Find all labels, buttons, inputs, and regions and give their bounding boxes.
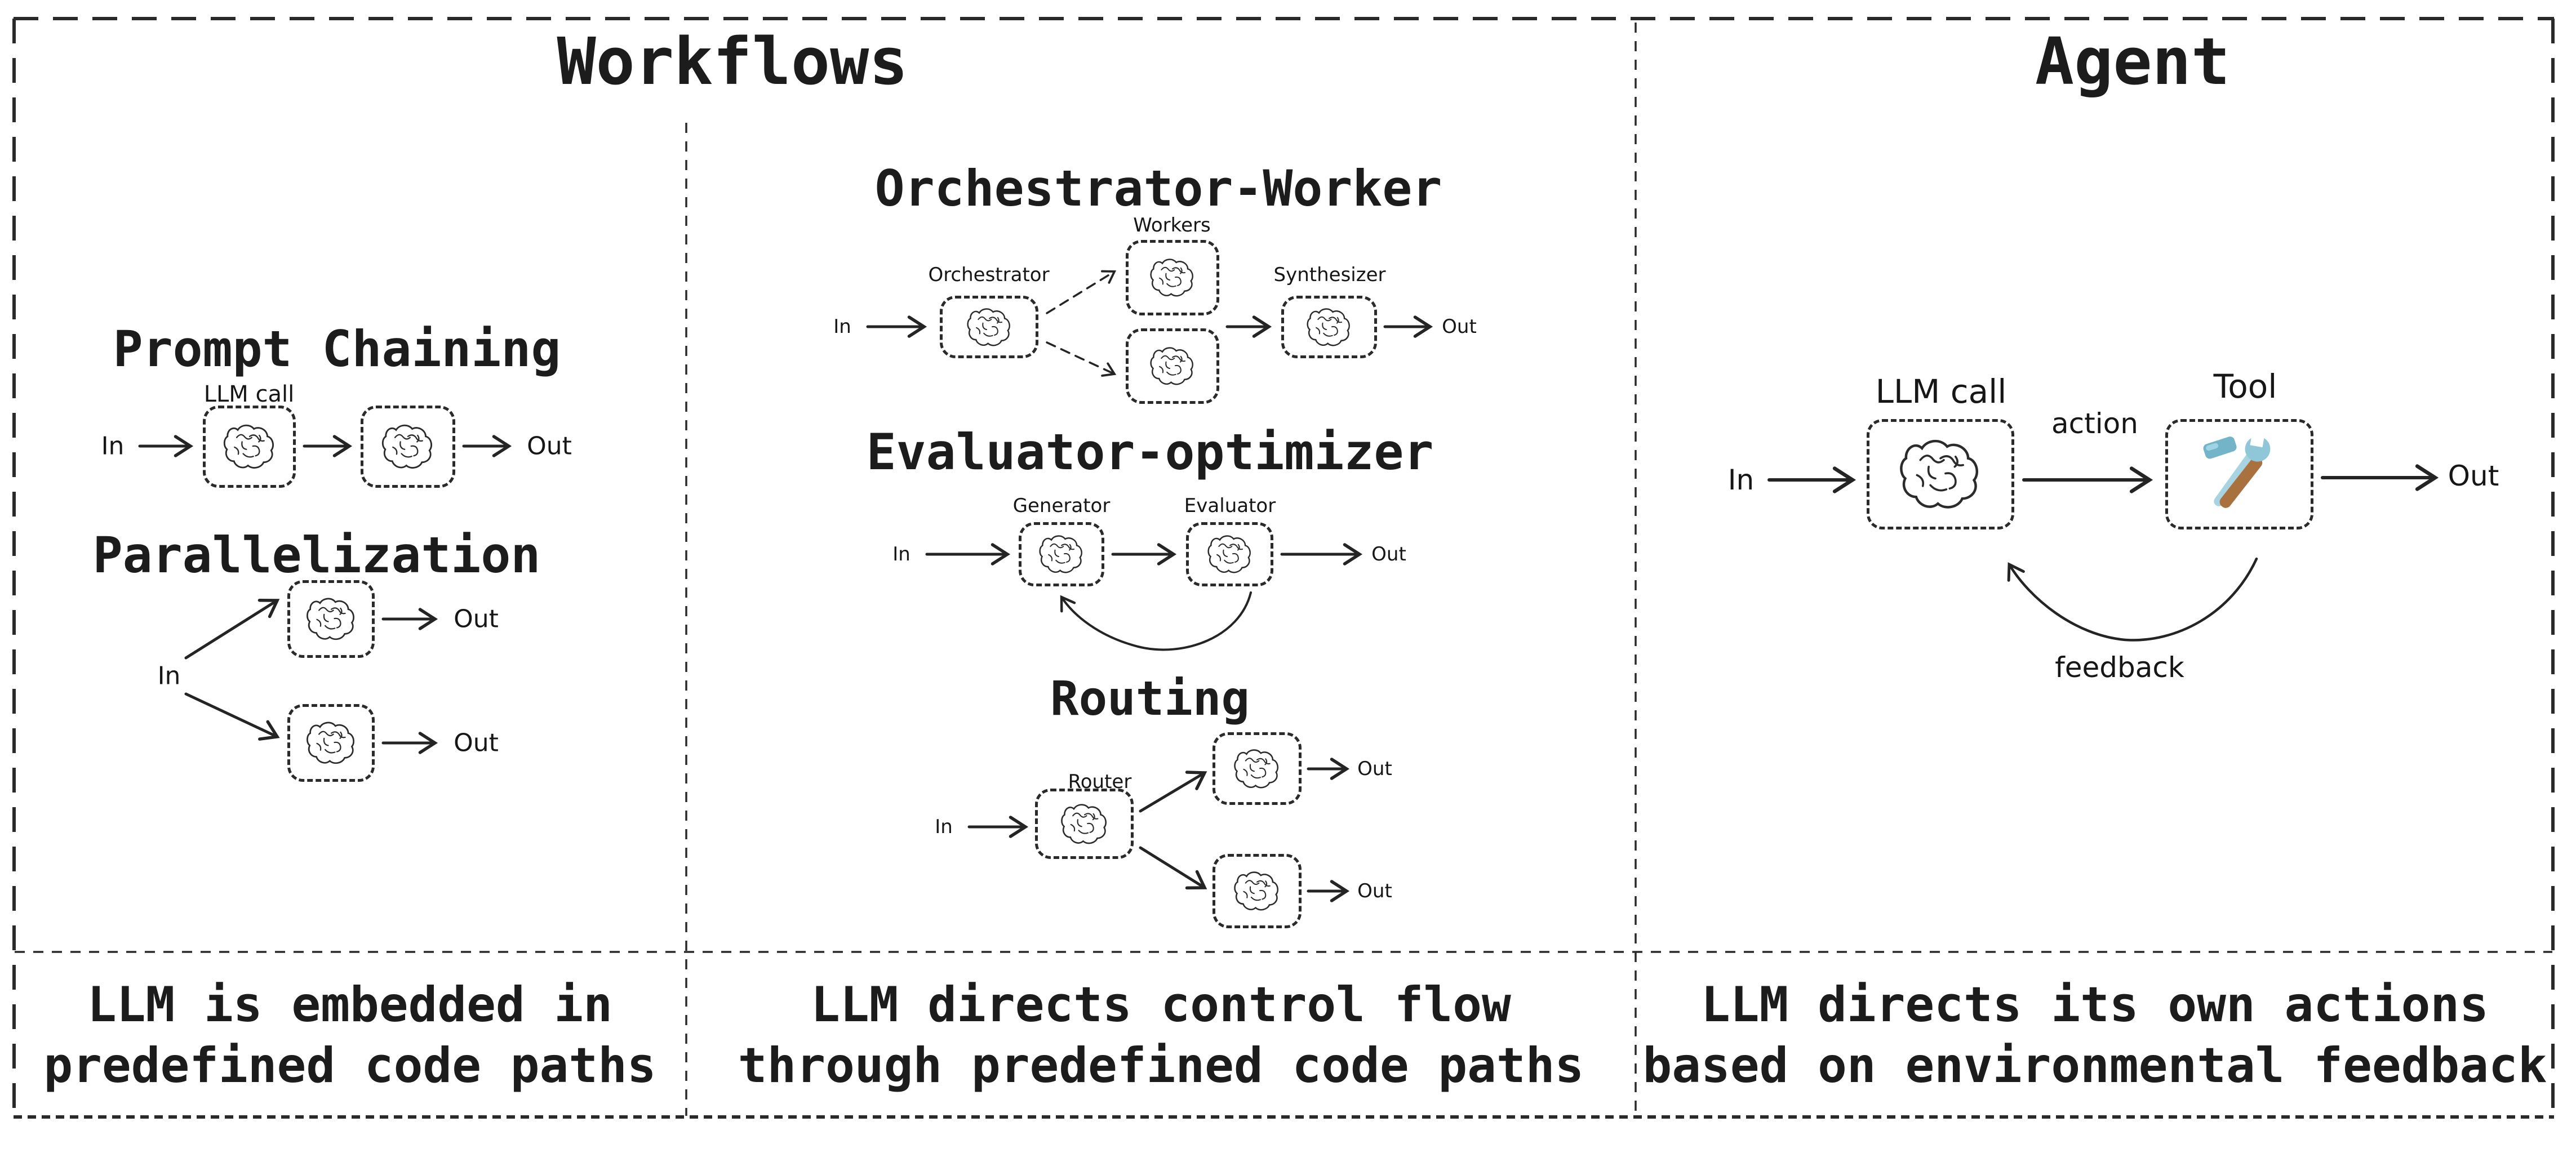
synthesizer-label: Synthesizer (1273, 264, 1386, 286)
brain-icon (305, 720, 357, 766)
orchestrator-worker-heading: Orchestrator-Worker (874, 159, 1442, 217)
orchestrator-box (940, 296, 1038, 358)
generator-box (1019, 522, 1104, 586)
evaluator-optimizer-arrows (925, 543, 1363, 651)
out-label: Out (1357, 880, 1392, 902)
agent-action-label: action (2051, 407, 2138, 440)
routing-heading: Routing (1050, 671, 1250, 726)
brain-icon (966, 306, 1012, 348)
evaluator-label: Evaluator (1184, 495, 1276, 517)
brain-icon (1149, 345, 1196, 387)
out-label: Out (454, 728, 499, 758)
in-label: In (833, 315, 851, 338)
agent-llm-box (1867, 419, 2014, 529)
worker-box-bottom (1126, 328, 1219, 404)
in-label: In (935, 816, 953, 838)
workers-label: Workers (1133, 214, 1211, 237)
workflows-right-caption: LLM directs control flow through predefi… (738, 976, 1584, 1094)
workflows-panel-title: Workflows (557, 24, 908, 100)
prompt-chaining-llm-box-1 (203, 406, 296, 488)
worker-box-top (1126, 240, 1219, 315)
agent-llm-call-label: LLM call (1875, 372, 2007, 411)
out-label: Out (2448, 460, 2499, 492)
prompt-chaining-llm-box-2 (361, 406, 455, 488)
parallelization-heading: Parallelization (92, 526, 541, 584)
brain-icon (1060, 802, 1109, 846)
routing-llm-box-bottom (1213, 854, 1302, 928)
in-label: In (157, 661, 181, 691)
agent-feedback-curve (2007, 557, 2258, 642)
agent-tool-box (2165, 419, 2313, 529)
out-label: Out (527, 431, 572, 461)
out-label: Out (1357, 758, 1392, 780)
parallelization-llm-box-bottom (287, 704, 375, 782)
generator-label: Generator (1012, 495, 1111, 517)
synthesizer-box (1281, 296, 1377, 358)
out-label: Out (454, 604, 499, 634)
hammer-and-wrench-icon (2195, 429, 2285, 519)
router-box (1035, 789, 1134, 859)
brain-icon (1149, 257, 1196, 299)
evaluator-feedback-curve (1060, 591, 1252, 651)
brain-icon (223, 422, 277, 471)
in-label: In (892, 543, 911, 566)
brain-icon (1306, 306, 1352, 348)
brain-icon (381, 422, 435, 471)
brain-icon (1898, 437, 1983, 512)
out-label: Out (1442, 315, 1477, 338)
out-label: Out (1371, 543, 1406, 566)
in-label: In (1727, 464, 1755, 496)
agent-caption: LLM directs its own actions based on env… (1642, 976, 2547, 1094)
routing-llm-box-top (1213, 732, 1302, 805)
evaluator-box (1186, 522, 1273, 586)
agent-panel-title: Agent (2035, 24, 2231, 100)
evaluator-optimizer-heading: Evaluator-optimizer (866, 423, 1434, 481)
in-label: In (101, 431, 125, 461)
brain-icon (305, 596, 357, 642)
workflows-left-caption: LLM is embedded in predefined code paths (43, 976, 656, 1094)
prompt-chaining-heading: Prompt Chaining (113, 320, 561, 378)
brain-icon (1233, 870, 1281, 912)
agent-tool-label: Tool (2213, 367, 2277, 406)
brain-icon (1038, 533, 1085, 575)
brain-icon (1207, 533, 1253, 575)
parallelization-llm-box-top (287, 580, 375, 658)
brain-icon (1233, 747, 1281, 790)
orchestrator-label: Orchestrator (928, 264, 1050, 286)
agent-feedback-label: feedback (2055, 651, 2184, 684)
llm-call-label: LLM call (203, 381, 295, 407)
